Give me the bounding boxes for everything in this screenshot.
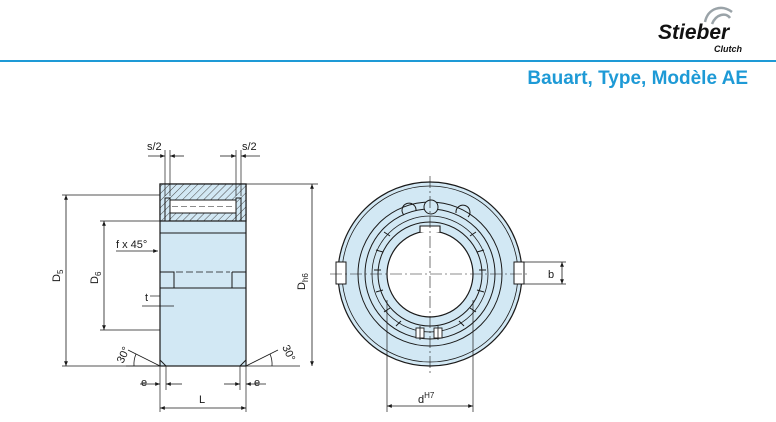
front-view: b dH7 [330,176,566,412]
side-view: s/2 s/2 D5 D6 f x 45° t 30° 30° [51,141,318,412]
s-half-right-label: s/2 [242,141,257,153]
angle-right-arc [269,353,273,367]
snap-ring-right [235,197,242,222]
spring-pocket-left [401,202,417,216]
d6-label: D6 [89,271,103,284]
d5-label: D5 [51,269,65,282]
d-label: dH7 [418,391,435,406]
chamfer-lower-right [239,359,247,367]
l-label: L [199,394,205,406]
angle-left-label: 30° [115,345,133,365]
angle-right-label: 30° [279,343,297,363]
roller-top [423,199,439,215]
snap-ring-left [164,197,171,222]
chamfer-label: f x 45° [116,239,147,251]
dh6-label: Dh6 [296,273,310,290]
outer-keyway-right [513,261,525,285]
s-half-left-label: s/2 [147,141,162,153]
b-label: b [548,269,554,281]
outer-keyway-left [335,261,347,285]
angle-left-line [127,349,161,367]
keyway-outline [160,271,246,289]
angle-left-arc [133,353,137,367]
angle-right-line [245,349,279,367]
logo-swoosh-icon [703,6,733,25]
t-label: t [145,292,148,304]
e-right-label: e [254,377,260,389]
brand-logo: Stieber Clutch [658,6,743,54]
brand-subtitle: Clutch [714,44,743,54]
spring-pocket-right [455,204,471,218]
page-title: Bauart, Type, Modèle AE [527,68,748,89]
chamfer-lower-left [159,359,167,367]
e-left-label: e [141,377,147,389]
brand-name: Stieber [658,21,731,44]
